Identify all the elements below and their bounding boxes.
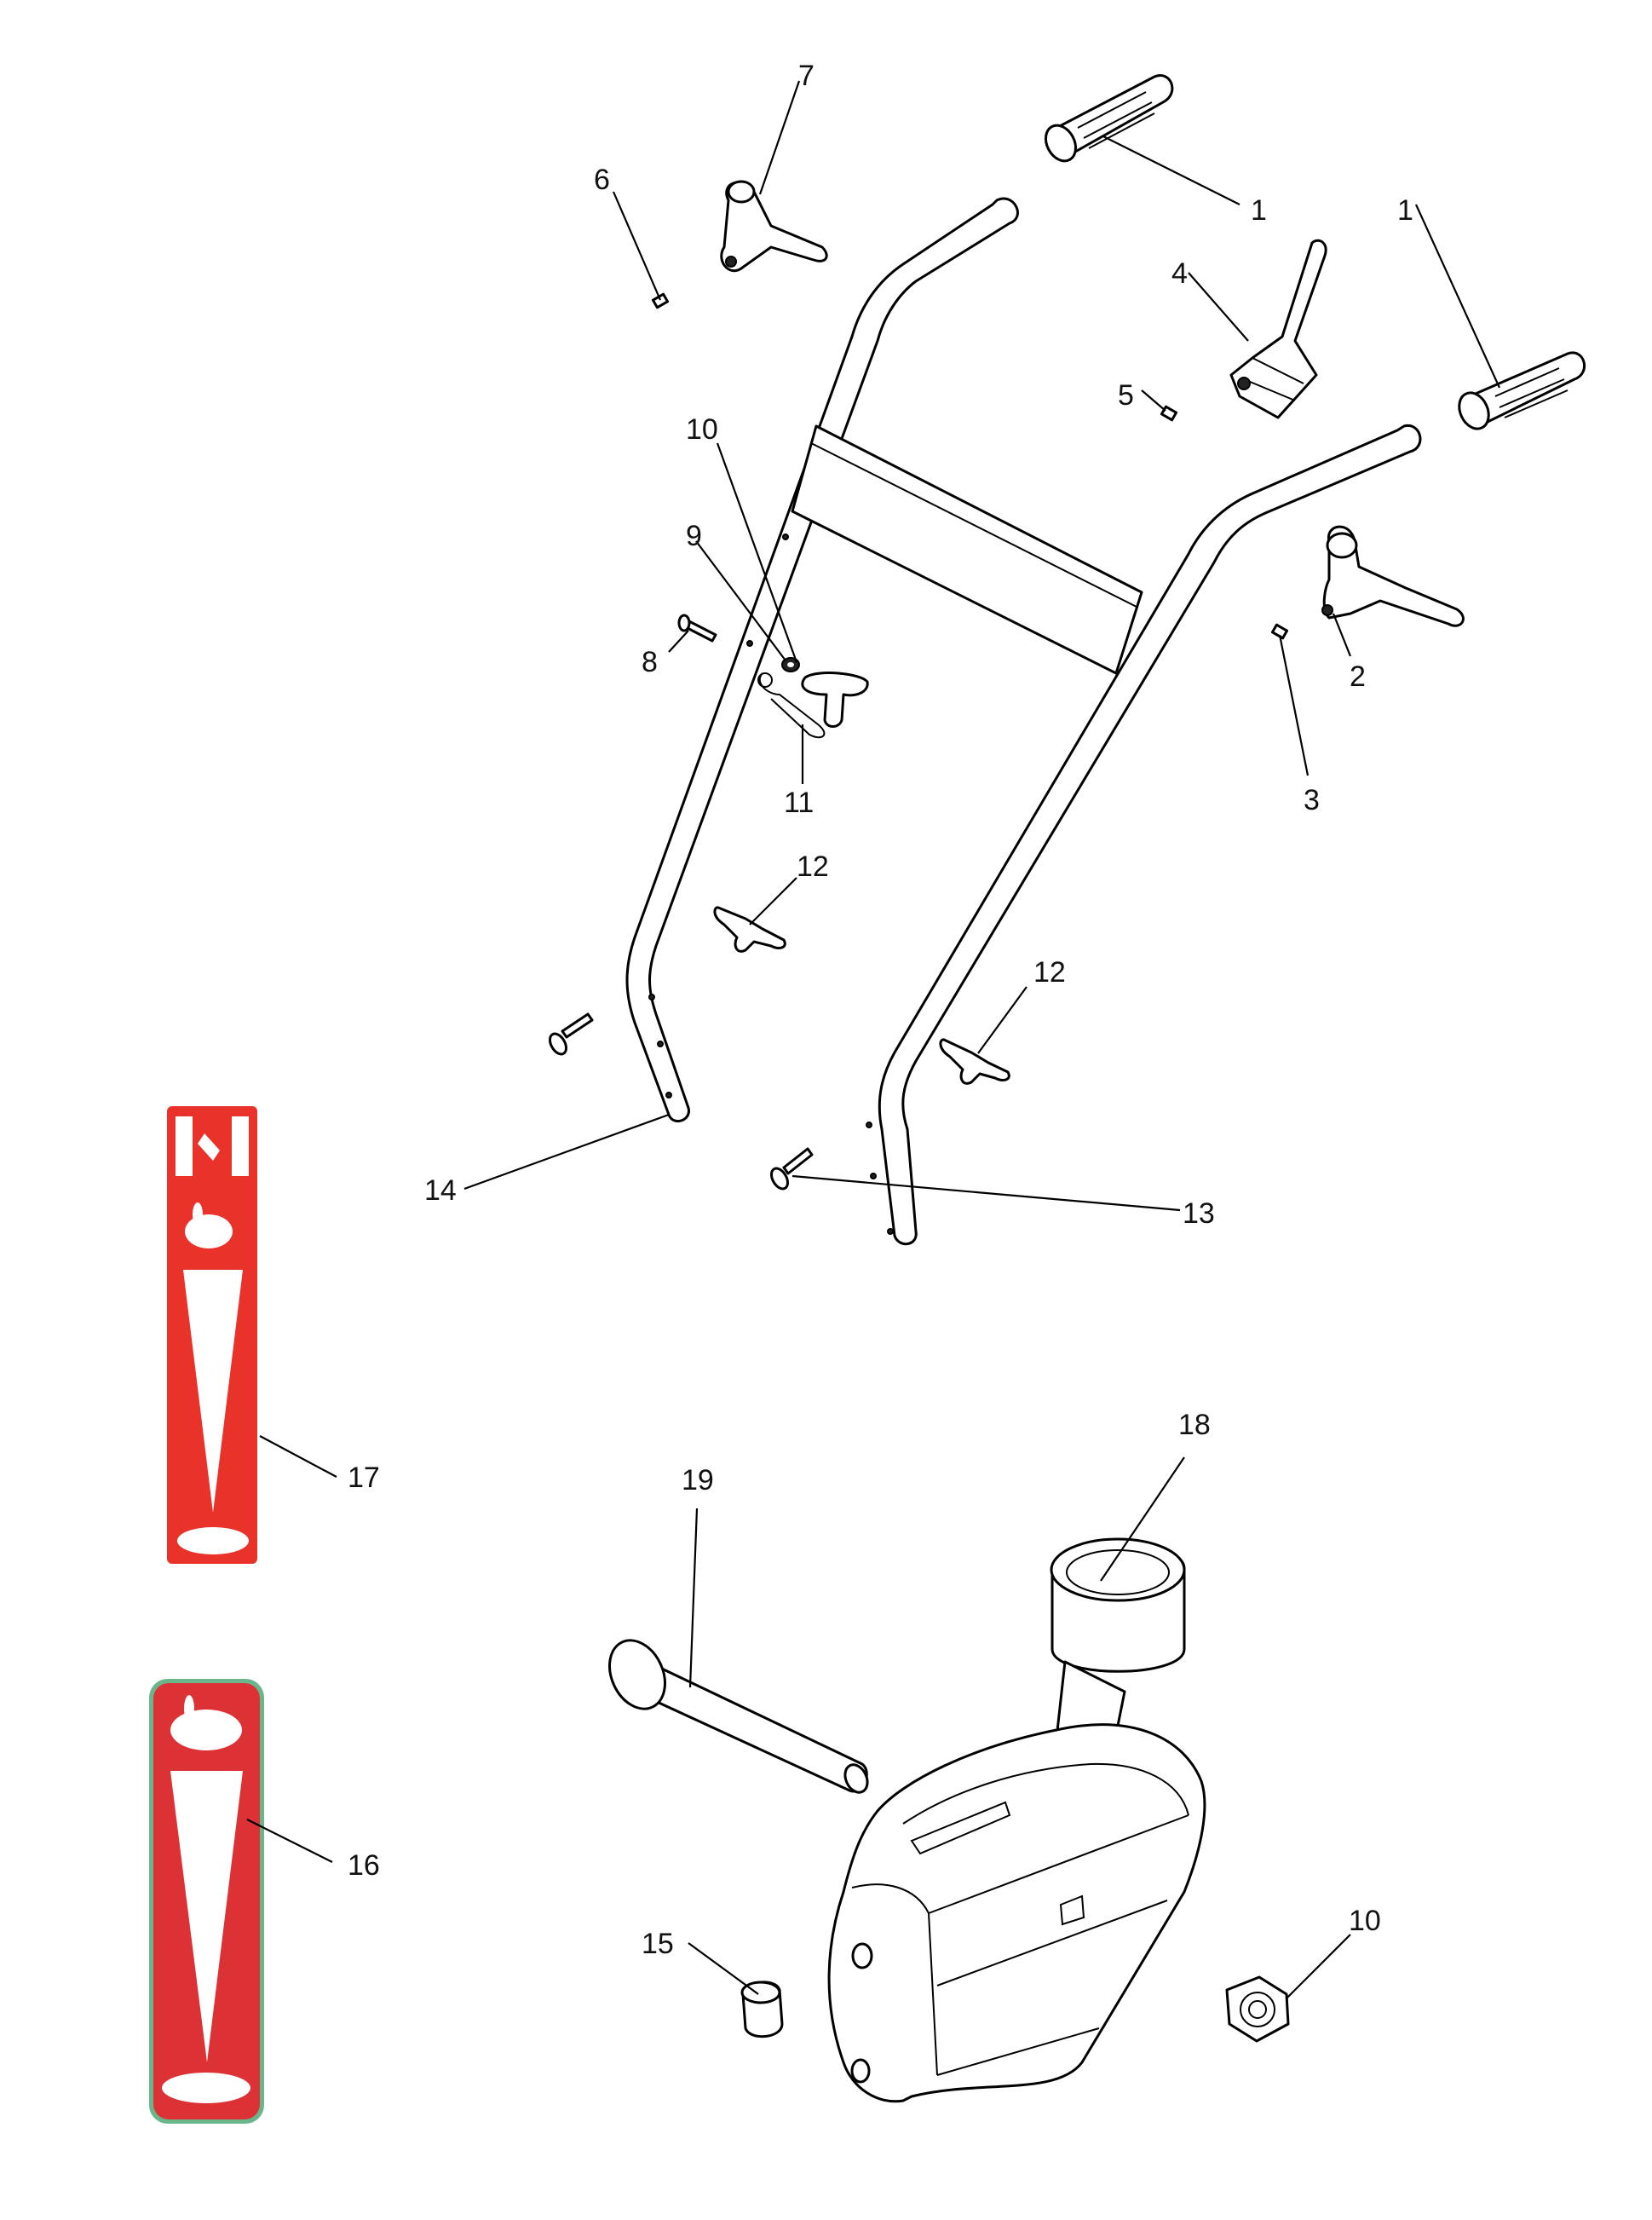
screw-3 <box>1270 623 1289 640</box>
handle-frame <box>625 197 1422 1245</box>
decal-16 <box>149 1679 264 2124</box>
hex-nut-10 <box>1225 1975 1290 2043</box>
callout-6: 6 <box>594 164 610 196</box>
shaft-19 <box>608 1639 869 1794</box>
callout-19: 19 <box>682 1464 714 1496</box>
knob <box>801 672 869 728</box>
callout-14: 14 <box>424 1174 457 1207</box>
wing-nut-12b <box>939 1038 1010 1085</box>
callout-4: 4 <box>1171 257 1188 290</box>
lever-2 <box>1321 525 1465 627</box>
callout-11: 11 <box>784 787 814 819</box>
bolt-13a <box>549 1012 594 1056</box>
decal-17 <box>167 1106 257 1564</box>
callout-3: 3 <box>1304 784 1320 816</box>
callout-13: 13 <box>1183 1197 1215 1230</box>
leader-lines <box>246 80 1501 1999</box>
callout-8: 8 <box>642 646 658 678</box>
grip-right <box>1458 351 1586 430</box>
callout-1-right: 1 <box>1397 194 1413 227</box>
housing-18 <box>827 1537 1206 2103</box>
callout-1-top: 1 <box>1251 194 1267 227</box>
callout-18: 18 <box>1178 1409 1211 1441</box>
callout-2: 2 <box>1350 660 1366 693</box>
callout-15: 15 <box>642 1928 674 1960</box>
lever-7 <box>720 180 828 272</box>
callout-12-left: 12 <box>797 851 829 883</box>
callout-5: 5 <box>1118 379 1134 412</box>
callout-10-top: 10 <box>686 413 718 446</box>
bolt-13b <box>770 1147 814 1191</box>
lever-4 <box>1229 239 1327 419</box>
callout-12-right: 12 <box>1033 956 1066 989</box>
bolt-8 <box>677 614 717 643</box>
wing-nut-12a <box>713 906 786 953</box>
screw-6 <box>651 292 670 309</box>
callout-7: 7 <box>798 60 814 92</box>
callout-16: 16 <box>348 1849 380 1882</box>
washer-9 <box>781 657 800 672</box>
callout-17: 17 <box>348 1462 380 1494</box>
grip-top <box>1044 74 1174 163</box>
clip-11 <box>757 672 826 739</box>
callout-9: 9 <box>686 520 702 552</box>
callout-labels: 1 1 2 3 4 5 6 7 8 9 10 10 11 12 12 13 14… <box>348 60 1413 1960</box>
callout-10-bottom: 10 <box>1349 1905 1381 1937</box>
cap-15 <box>740 1981 784 2038</box>
